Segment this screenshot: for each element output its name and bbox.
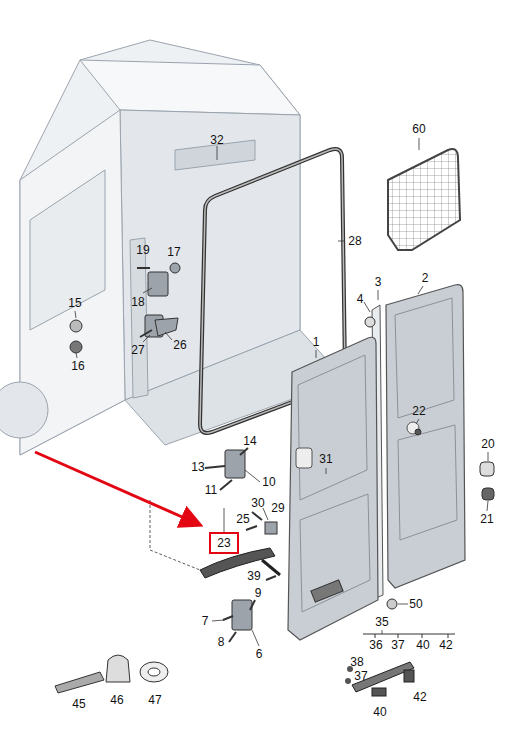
callout-number: 7	[201, 614, 210, 628]
callout-number: 60	[411, 122, 426, 136]
callout-number: 30	[250, 496, 265, 510]
callout-number: 46	[109, 693, 124, 707]
callout-number: 28	[347, 234, 362, 248]
callout-number: 38	[349, 655, 364, 669]
callout-number: 27	[130, 343, 145, 357]
callout-number: 40	[372, 705, 387, 719]
callout-number: 1	[312, 335, 321, 349]
callout-number: 21	[479, 512, 494, 526]
callout-number: 50	[408, 597, 423, 611]
callout-number: 19	[135, 243, 150, 257]
callout-number: 39	[246, 569, 261, 583]
callout-number: 23	[217, 537, 230, 549]
callout-number: 18	[130, 295, 145, 309]
callout-number: 9	[254, 586, 263, 600]
callout-number: 31	[318, 452, 333, 466]
callout-number: 45	[71, 697, 86, 711]
callout-number: 32	[209, 133, 224, 147]
callout-number: 11	[204, 483, 218, 497]
callout-number: 36	[368, 638, 383, 652]
callout-number: 15	[67, 296, 82, 310]
callout-number: 6	[255, 647, 264, 661]
callout-number: 20	[480, 437, 495, 451]
callout-number: 8	[217, 635, 226, 649]
callout-number: 13	[190, 460, 205, 474]
callout-number: 26	[172, 338, 187, 352]
callout-number: 42	[412, 690, 427, 704]
callout-number: 4	[356, 292, 365, 306]
callout-number: 17	[166, 245, 181, 259]
callout-number: 14	[242, 434, 257, 448]
callout-number: 42	[438, 638, 453, 652]
callout-number: 40	[415, 638, 430, 652]
callout-number: 16	[70, 359, 85, 373]
callout-number: 29	[270, 501, 285, 515]
callout-number: 25	[235, 512, 250, 526]
callout-number: 22	[411, 404, 426, 418]
callout-number: 37	[390, 638, 405, 652]
callout-number: 47	[147, 693, 162, 707]
callout-number: 37	[353, 669, 368, 683]
highlight-box: 23	[209, 532, 239, 554]
callout-number: 2	[421, 271, 430, 285]
callout-number: 35	[374, 615, 389, 629]
callout-number: 10	[261, 475, 276, 489]
callout-number: 3	[374, 275, 383, 289]
